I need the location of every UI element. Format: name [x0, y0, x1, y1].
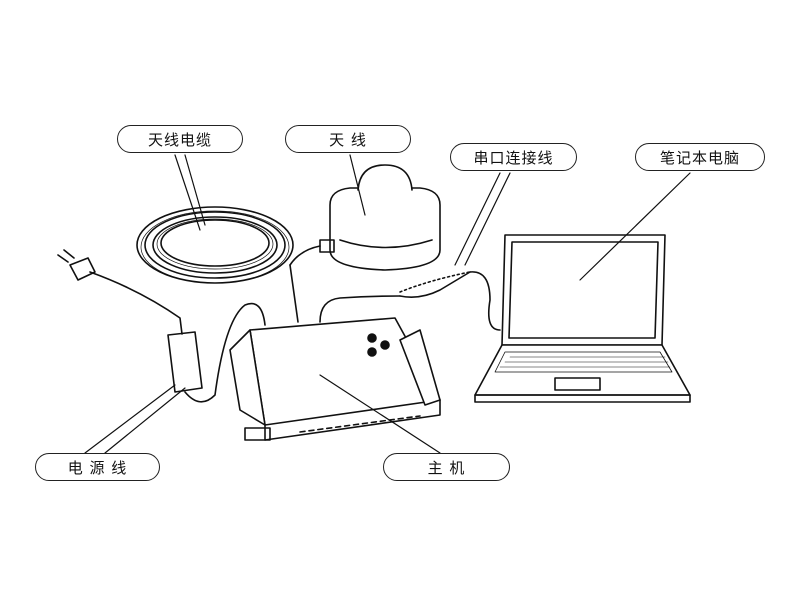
host-unit: [229, 317, 441, 441]
label-serial-cable: 串口连接线: [450, 143, 577, 171]
label-host: 主 机: [383, 453, 510, 481]
label-antenna: 天 线: [285, 125, 411, 153]
label-power-cord: 电 源 线: [35, 453, 160, 481]
power-adapter: [57, 249, 203, 393]
laptop-drawing: [474, 234, 691, 403]
label-antenna-cable: 天线电缆: [117, 125, 243, 153]
antenna-cable-coil: [136, 206, 294, 284]
label-laptop: 笔记本电脑: [635, 143, 765, 171]
antenna-dome: [319, 164, 441, 271]
